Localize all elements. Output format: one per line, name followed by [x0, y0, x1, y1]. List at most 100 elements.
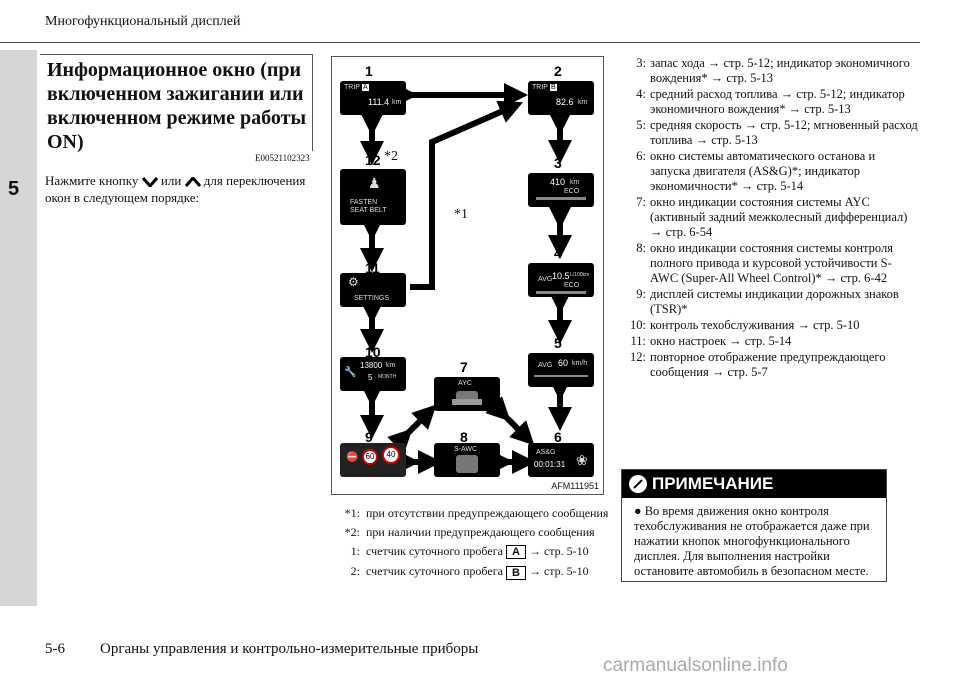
boxed-letter: B	[505, 565, 526, 580]
tile-unit: km	[578, 99, 588, 106]
footnote-row: 2:счетчик суточного пробега B → стр. 5-1…	[336, 564, 616, 580]
eco-bar	[536, 197, 586, 200]
tile-trip-a: TRIP A 111.4 km	[340, 81, 406, 115]
tile-letter: A	[362, 84, 369, 91]
tile-trip-b: TRIP B 82.6 km	[528, 81, 594, 115]
list-item: 6:окно системы автоматического останова …	[636, 149, 876, 193]
tile-unit: km/h	[572, 360, 588, 367]
tile-label: AVG	[538, 276, 553, 283]
tile-avg-fuel: AVG 10.5 L/100km ECO	[528, 263, 594, 297]
tile-value: 82.6	[556, 97, 574, 107]
diagram-number: 5	[554, 335, 562, 351]
list-item: 12:повторное отображение предупреждающег…	[630, 350, 886, 379]
leaf-icon: ❀	[576, 452, 588, 468]
footnote-marker: *1	[454, 207, 468, 222]
diagram-number: 7	[460, 359, 468, 375]
list-item: 4:средний расход топлива → стр. 5-12; ин…	[636, 87, 905, 116]
watermark: carmanualsonline.info	[603, 655, 788, 676]
footnote-text: при отсутствии предупреждающего сообщени…	[366, 506, 609, 520]
tile-label: FASTEN SEAT BELT	[350, 199, 387, 214]
footnote-row: *2: при наличии предупреждающего сообщени…	[336, 525, 616, 539]
diagram-number: 8	[460, 429, 468, 445]
gear-icon: ⚙	[348, 275, 359, 289]
arrow-9-7	[387, 404, 437, 454]
tile-label: S-AWC	[454, 446, 478, 453]
tile-unit: km	[386, 362, 396, 369]
footer-title: Органы управления и контрольно-измерител…	[100, 641, 479, 657]
tile-label: TRIP	[344, 84, 360, 91]
arrows-layer	[360, 83, 572, 474]
list-item: 11:окно настроек → стр. 5-14	[630, 334, 792, 348]
section-code: E00521102323	[255, 153, 310, 163]
footnote-row: 1: счетчик суточного пробега A → стр. 5-1…	[336, 544, 616, 560]
car-top-icon	[456, 455, 478, 473]
footnote-row: *1: при отсутствии предупреждающего сообщ…	[336, 506, 616, 520]
tile-unit: km	[570, 179, 580, 186]
tile-settings: ⚙ SETTINGS	[340, 273, 406, 307]
section-title: Информационное окно (при включенном зажи…	[47, 59, 307, 153]
diagram-number: 4	[554, 245, 562, 261]
note-text: ● Во время движения окно контроля техобс…	[634, 504, 870, 578]
note-heading: ПРИМЕЧАНИЕ	[622, 470, 886, 498]
tile-unit: L/100km	[570, 272, 590, 278]
list-item: 3:запас хода → стр. 5-12; индикатор экон…	[636, 56, 910, 85]
tile-label: TRIP	[532, 84, 548, 91]
tile-ayc: AYC	[434, 377, 500, 411]
diagram-number: 10	[365, 344, 381, 360]
diagram-number: 12	[365, 152, 381, 168]
seatbelt-icon: ♟	[368, 175, 381, 191]
tile-label: AVG	[538, 362, 553, 369]
footnote-marker: *2	[384, 149, 398, 164]
arrow-7-6	[485, 396, 535, 446]
tile-value: 111.4	[368, 97, 390, 107]
tile-value: 5	[368, 373, 373, 382]
tile-avg-speed: AVG 60 km/h	[528, 353, 594, 387]
chapter-sidebar	[0, 50, 37, 606]
diagram-number: 6	[554, 429, 562, 445]
tile-eco: ECO	[564, 188, 580, 195]
tile-value: 13800	[360, 361, 383, 370]
footnote-ref: → стр. 5-10	[528, 544, 589, 558]
tile-value: 10.5	[552, 271, 570, 281]
footnote-ref: → стр. 5-10	[528, 564, 589, 579]
tile-unit: MONTH	[378, 374, 397, 380]
pen-icon	[629, 475, 647, 493]
footnote-text: при наличии предупреждающего сообщения	[366, 525, 595, 539]
list-item: 10:контроль техобслуживания → стр. 5-10	[630, 318, 860, 332]
diagram-number: 3	[554, 155, 562, 171]
display-list: 3:запас хода → стр. 5-12; индикатор экон…	[628, 56, 918, 381]
footnote-key: *2:	[344, 525, 360, 539]
intro-part-2: или	[160, 173, 182, 188]
footnote-key: 2:	[350, 564, 360, 579]
diagram-number: 9	[365, 429, 373, 445]
figure-code: AFM111951	[551, 481, 599, 491]
note-box: ПРИМЕЧАНИЕ ● Во время движения окно конт…	[621, 469, 887, 582]
tile-asg: AS&G 00:01:31 ❀	[528, 443, 594, 477]
intro-part-1: Нажмите кнопку	[45, 173, 139, 188]
tile-unit: km	[392, 99, 402, 106]
header-rule	[0, 42, 920, 43]
diagram-number: 2	[554, 63, 562, 79]
speed-sign-40: 40	[382, 446, 400, 464]
arrow-loop-11-2	[410, 100, 523, 290]
list-item: 9:дисплей системы индикации дорожных зна…	[636, 287, 899, 316]
tile-service: 🔧 13800 km 5 MONTH	[340, 357, 406, 391]
intro-part-3: для переключения окон в следующем порядк…	[45, 173, 306, 205]
footnote-key: 1:	[350, 544, 360, 558]
title-frame	[40, 54, 313, 151]
speed-sign-60: 60	[362, 449, 378, 465]
tile-label: AS&G	[536, 449, 556, 456]
footnote-text: счетчик суточного пробега A → стр. 5-10	[366, 544, 589, 560]
page-header: Многофункциональный дисплей	[45, 14, 241, 29]
chevron-up-icon	[184, 177, 201, 188]
display-sequence-diagram: 1 2 3 4 5 6 7 8 9 10 11 12 *2 *1 TRIP A …	[331, 56, 604, 495]
intro-text: Нажмите кнопку или для переключения окон…	[45, 172, 313, 206]
list-item: 5:средняя скорость → стр. 5-12; мгновенн…	[636, 118, 918, 147]
tile-seatbelt: ♟ FASTEN SEAT BELT	[340, 169, 406, 225]
tile-label: AYC	[458, 380, 472, 387]
tile-eco: ECO	[564, 282, 580, 289]
footnote-key: *1:	[344, 506, 360, 520]
chevron-down-icon	[141, 177, 158, 188]
tile-value: 00:01:31	[534, 460, 566, 469]
eco-bar	[536, 291, 586, 294]
